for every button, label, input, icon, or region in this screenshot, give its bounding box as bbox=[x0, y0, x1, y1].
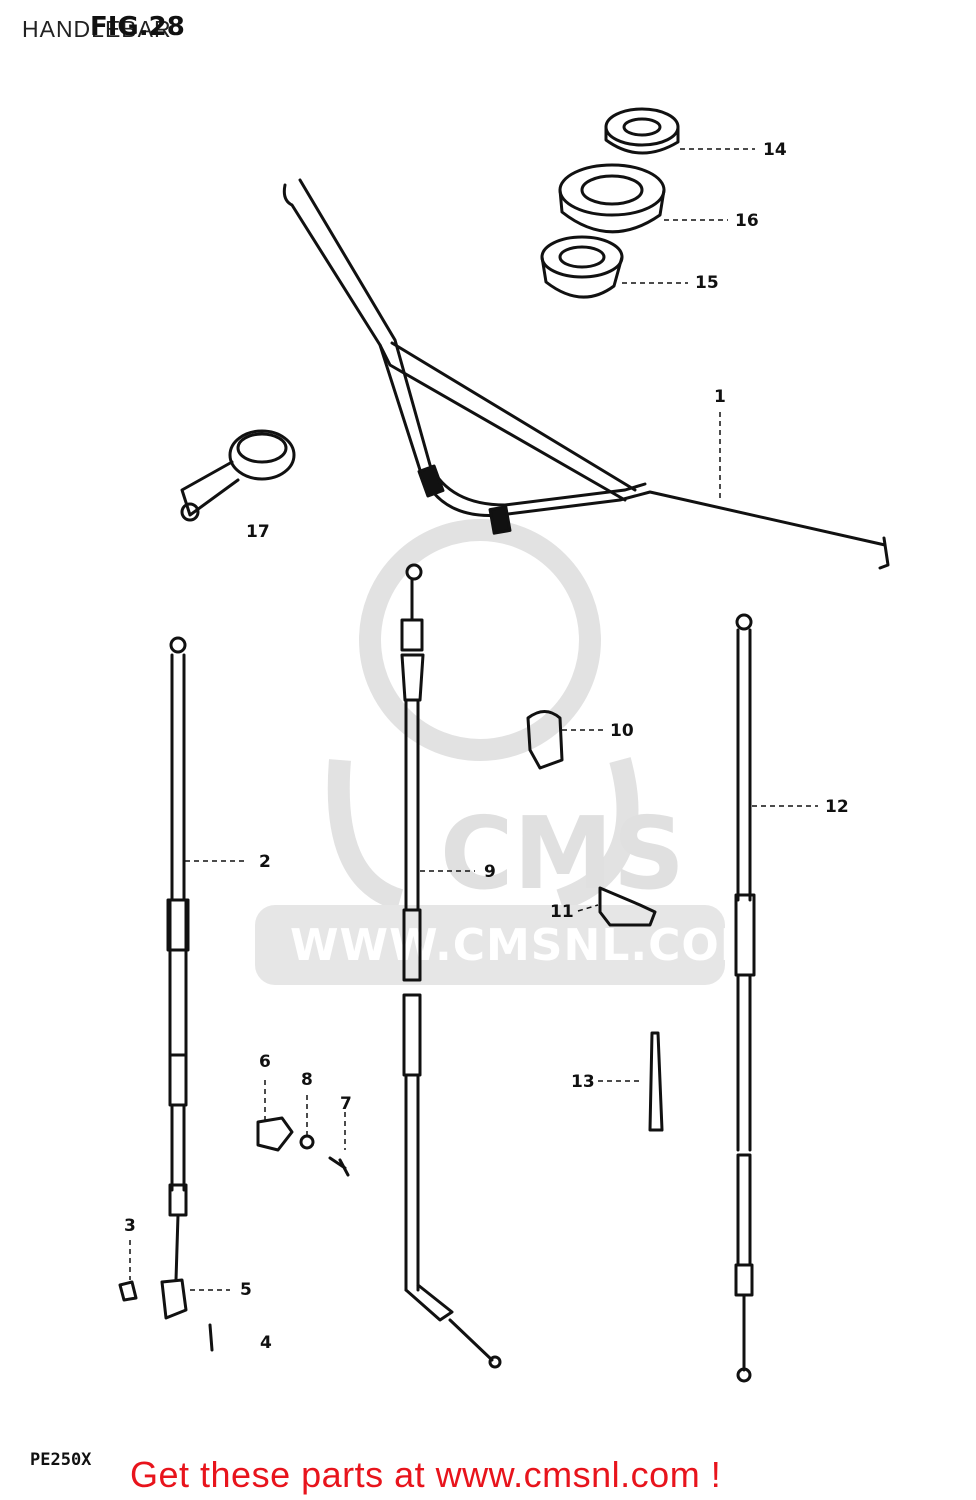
callout-5: 5 bbox=[240, 1280, 252, 1300]
watermark-brand: CMS bbox=[440, 795, 685, 912]
handlebar-part bbox=[282, 178, 890, 570]
locknut-part bbox=[604, 107, 680, 155]
callout-4: 4 bbox=[260, 1333, 272, 1353]
callout-13: 13 bbox=[571, 1072, 595, 1092]
callout-9: 9 bbox=[484, 862, 496, 882]
callout-6: 6 bbox=[259, 1052, 271, 1072]
callout-15: 15 bbox=[695, 273, 719, 293]
adjuster-part bbox=[160, 1278, 188, 1320]
holder-part bbox=[598, 886, 657, 927]
bearing-race-part bbox=[558, 163, 666, 234]
screw-part bbox=[328, 1156, 350, 1177]
bearing-part bbox=[540, 235, 624, 299]
callout-10: 10 bbox=[610, 721, 634, 741]
promo-link[interactable]: Get these parts at www.cmsnl.com ! bbox=[130, 1454, 722, 1495]
washer-part bbox=[299, 1134, 315, 1150]
nut-part bbox=[118, 1280, 138, 1302]
callout-16: 16 bbox=[735, 211, 759, 231]
callout-1: 1 bbox=[714, 387, 726, 407]
callout-14: 14 bbox=[763, 140, 787, 160]
page-title: HANDLEBAR bbox=[22, 16, 172, 42]
callout-17: 17 bbox=[246, 522, 270, 542]
brake-cable-part bbox=[734, 613, 756, 1383]
figure-label: FIG.28 bbox=[90, 12, 185, 42]
callout-12: 12 bbox=[825, 797, 849, 817]
callout-7: 7 bbox=[340, 1094, 352, 1114]
clamp-part bbox=[526, 710, 564, 770]
throttle-cable-part bbox=[400, 563, 502, 1369]
callout-11: 11 bbox=[550, 902, 574, 922]
cover-part bbox=[648, 1031, 664, 1132]
watermark-url: WWW.CMSNL.COM bbox=[290, 920, 765, 971]
callout-8: 8 bbox=[301, 1070, 313, 1090]
clutch-cable-part bbox=[166, 636, 190, 1282]
bracket-part bbox=[256, 1116, 294, 1152]
model-code: PE250X bbox=[30, 1450, 92, 1470]
pin-part bbox=[208, 1323, 214, 1352]
callout-2: 2 bbox=[259, 852, 271, 872]
throttle-part bbox=[180, 429, 296, 522]
callout-3: 3 bbox=[124, 1216, 136, 1236]
